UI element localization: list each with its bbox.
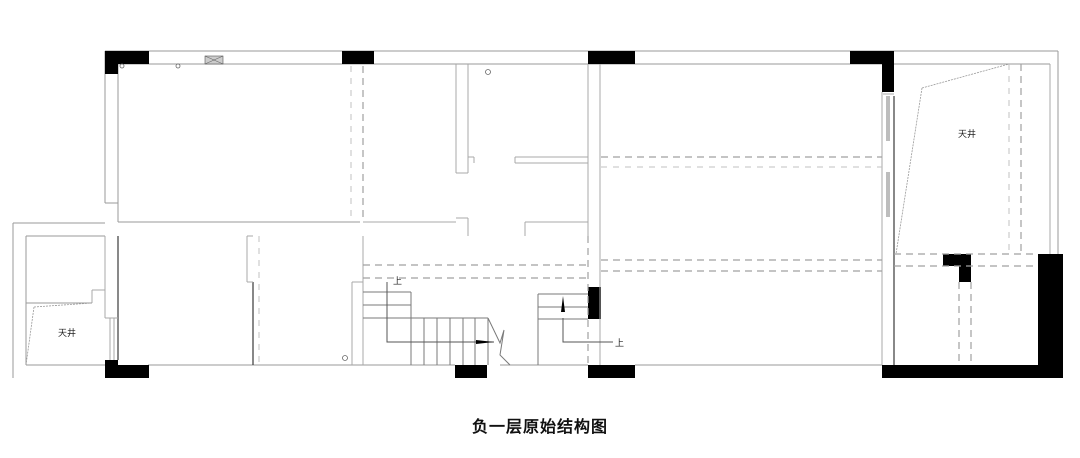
column-top-right xyxy=(850,51,894,92)
skylight-left-outline xyxy=(25,302,93,366)
column-bottom-stair xyxy=(455,365,487,378)
beam-lines xyxy=(258,64,1038,365)
skylight-right-outline xyxy=(895,63,1010,255)
pipe-icon xyxy=(175,63,181,69)
skylight-label-left: 天井 xyxy=(58,327,76,339)
stair-up-label-left: 上 xyxy=(393,276,402,287)
column-top-mid-right xyxy=(588,51,635,64)
exterior-walls xyxy=(12,50,1059,378)
skylights xyxy=(25,63,1010,366)
column-bottom-right xyxy=(882,254,1063,378)
pipe-markers xyxy=(119,63,491,361)
structural-columns xyxy=(105,51,1063,378)
interior-walls xyxy=(26,64,1051,365)
column-bottom-mid-right xyxy=(588,365,635,378)
pipe-icon xyxy=(119,63,125,69)
pipe-icon xyxy=(485,69,491,75)
staircase-right xyxy=(537,293,613,365)
column-stair-side xyxy=(588,287,601,319)
windows xyxy=(204,55,894,217)
stair-up-label-right: 上 xyxy=(615,338,624,349)
diagram-title: 负一层原始结构图 xyxy=(471,417,608,436)
room-labels: 天井 天井 上 上 xyxy=(58,128,976,349)
column-right-mid xyxy=(943,254,971,282)
pipe-icon xyxy=(342,355,348,361)
skylight-label-right: 天井 xyxy=(958,128,976,140)
column-top-left xyxy=(105,51,149,74)
column-top-mid-left xyxy=(342,51,374,64)
staircase-left xyxy=(363,282,511,366)
column-bottom-left xyxy=(105,360,149,378)
